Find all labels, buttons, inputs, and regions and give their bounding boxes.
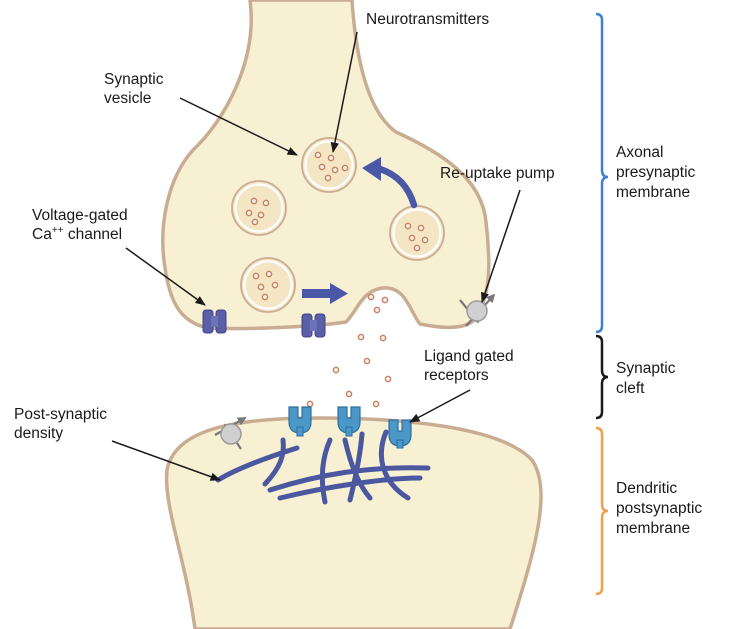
- label-post-synaptic-line1: Post-synaptic: [14, 405, 107, 424]
- label-channel: channel: [64, 226, 123, 243]
- vesicle-top: [302, 138, 356, 192]
- label-voltage-gated-channel: Voltage-gated Ca++ channel: [32, 206, 128, 244]
- vesicle-left: [232, 181, 286, 235]
- region-cleft-line2: cleft: [616, 379, 675, 399]
- region-axonal-line3: membrane: [616, 183, 695, 203]
- label-voltage-gated-line1: Voltage-gated: [32, 206, 128, 225]
- label-neurotransmitters: Neurotransmitters: [366, 10, 489, 29]
- vesicle-bottom: [241, 258, 295, 312]
- label-ligand-gated-line2: receptors: [424, 366, 514, 385]
- cleft-neurotransmitters: [307, 334, 390, 406]
- region-dendritic-line1: Dendritic: [616, 479, 702, 499]
- dendrite: [167, 418, 541, 629]
- label-post-synaptic-density: Post-synaptic density: [14, 405, 107, 443]
- brace-cleft: [596, 336, 608, 418]
- label-synaptic-vesicle-line1: Synaptic: [104, 70, 163, 89]
- region-dendritic-line3: membrane: [616, 519, 702, 539]
- region-axonal-presynaptic: Axonal presynaptic membrane: [616, 143, 695, 203]
- label-post-synaptic-line2: density: [14, 424, 107, 443]
- label-ligand-gated-receptors: Ligand gated receptors: [424, 347, 514, 385]
- brace-axonal: [596, 14, 608, 332]
- region-dendritic-line2: postsynaptic: [616, 499, 702, 519]
- region-synaptic-cleft: Synaptic cleft: [616, 359, 675, 399]
- label-voltage-gated-line2: Ca++ channel: [32, 225, 128, 244]
- label-reuptake-pump: Re-uptake pump: [440, 164, 555, 183]
- label-ligand-gated-line1: Ligand gated: [424, 347, 514, 366]
- region-dendritic-postsynaptic: Dendritic postsynaptic membrane: [616, 479, 702, 539]
- brace-dendritic: [596, 428, 608, 594]
- region-axonal-line2: presynaptic: [616, 163, 695, 183]
- fusing-vesicle-contents: [368, 294, 387, 312]
- vesicle-right: [390, 206, 444, 260]
- region-cleft-line1: Synaptic: [616, 359, 675, 379]
- region-axonal-line1: Axonal: [616, 143, 695, 163]
- label-synaptic-vesicle: Synaptic vesicle: [104, 70, 163, 108]
- label-synaptic-vesicle-line2: vesicle: [104, 89, 163, 108]
- label-ca: Ca: [32, 226, 52, 243]
- label-ca-charge: ++: [52, 225, 64, 236]
